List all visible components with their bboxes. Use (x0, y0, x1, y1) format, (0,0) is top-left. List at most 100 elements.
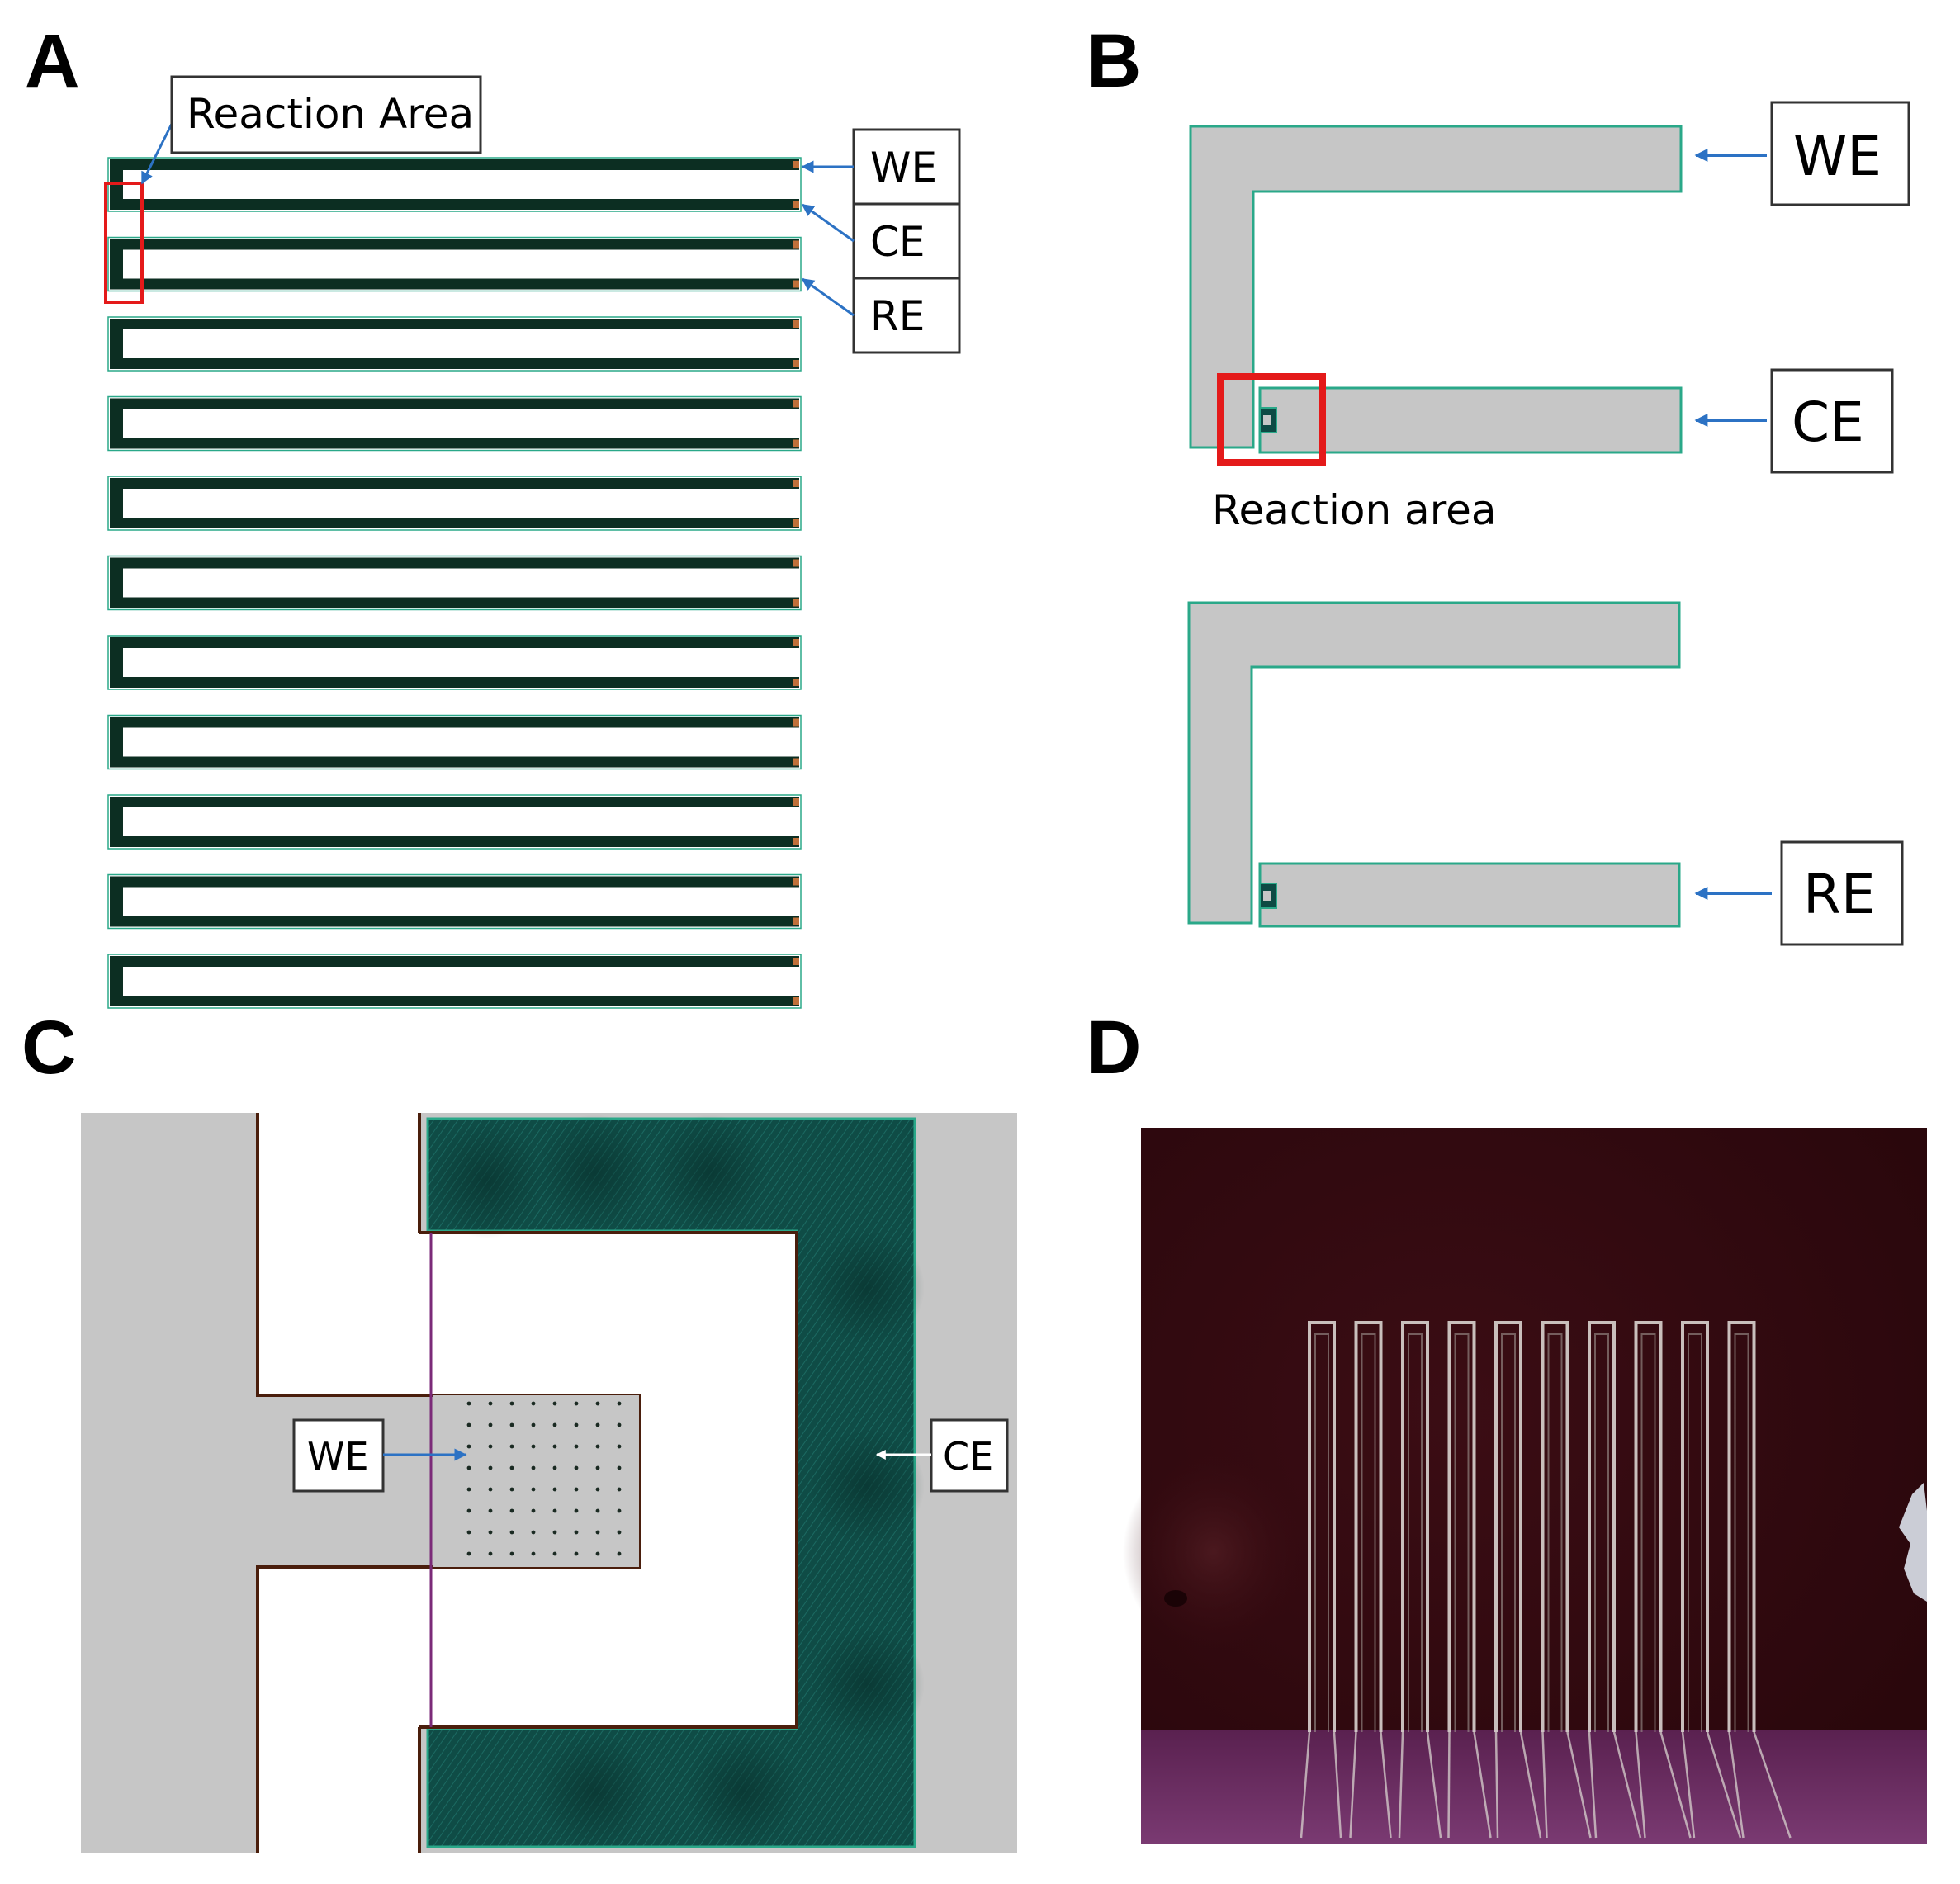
microelectrode-dot (574, 1401, 579, 1406)
printed-trace-inner (1640, 1333, 1656, 1732)
electrode-bottom-trace (110, 597, 799, 608)
microelectrode-dot (466, 1465, 471, 1470)
microelectrode-dot (509, 1487, 514, 1492)
contact-pad (793, 161, 799, 168)
electrode-outline (107, 395, 802, 452)
trace-lead (1728, 1731, 1745, 1839)
electrode-bottom-trace (110, 199, 799, 210)
microelectrode-dot (488, 1530, 493, 1535)
label-ce: CE (870, 218, 926, 266)
electrode-outline (107, 316, 802, 372)
printed-trace-inner (1454, 1333, 1470, 1732)
contact-pad (793, 838, 799, 845)
label-re: RE (1803, 863, 1876, 926)
counter-electrode-trace (1258, 386, 1683, 454)
microelectrode-dot (531, 1551, 536, 1556)
contact-pad (793, 679, 799, 686)
contact-pad (793, 439, 799, 447)
microelectrode-dot (466, 1487, 471, 1492)
counter-electrode-shading (537, 1734, 652, 1849)
microelectrode-dot (595, 1487, 600, 1492)
microelectrode-dot (574, 1465, 579, 1470)
electrode-top-trace (110, 717, 799, 728)
insulation-gap (258, 1113, 797, 1853)
microelectrode-dot (617, 1551, 622, 1556)
printed-trace (1494, 1321, 1522, 1732)
microelectrode-dot (595, 1530, 600, 1535)
reaction-area-highlight (1217, 373, 1326, 466)
microelectrode-dot (466, 1551, 471, 1556)
electrode-pair (107, 555, 802, 611)
microelectrode-dot (574, 1508, 579, 1513)
trace-lead (1494, 1731, 1499, 1839)
trace-lead (1333, 1731, 1342, 1839)
trace-lead (1473, 1731, 1492, 1839)
microelectrode-dot (466, 1401, 471, 1406)
contact-pad (793, 958, 799, 965)
microelectrode-dot (531, 1444, 536, 1449)
microelectrode-dot (617, 1401, 622, 1406)
microelectrode-dot (552, 1530, 557, 1535)
contact-pad (793, 559, 799, 567)
contact-pad (793, 240, 799, 249)
electrode-bend (110, 398, 123, 449)
counter-electrode-shading (809, 1230, 925, 1346)
electrode-outline (107, 873, 802, 930)
trace-lead (1681, 1731, 1696, 1839)
label-we: WE (1793, 125, 1882, 188)
microelectrode-dot (488, 1422, 493, 1427)
microelectrode-dot (488, 1465, 493, 1470)
printed-trace (1541, 1321, 1569, 1732)
printed-trace-inner (1688, 1333, 1702, 1732)
counter-electrode-shading (809, 1626, 925, 1742)
microelectrode-dot (531, 1508, 536, 1513)
electrode-outline (107, 236, 802, 292)
trace-lead (1659, 1731, 1692, 1839)
label-box-we (1770, 101, 1910, 206)
electrode-top-trace (110, 876, 799, 888)
electrode-bend (110, 319, 123, 369)
trace-lead (1566, 1731, 1592, 1839)
electrode-bottom-trace (110, 996, 799, 1006)
microelectrode-dot (574, 1444, 579, 1449)
electrode-top-trace (110, 319, 799, 329)
working-electrode-microarray (433, 1395, 639, 1567)
electrode-bottom-trace (110, 278, 799, 290)
photo-shadow (1164, 1590, 1187, 1607)
counter-electrode-shading (685, 1734, 801, 1849)
counter-electrode-inner-edge (419, 1231, 798, 1729)
trace-lead (1612, 1731, 1642, 1839)
electrode-array-layout (107, 157, 802, 1009)
electrode-outline (107, 794, 802, 850)
electrode-bend (110, 478, 123, 528)
label-box-ce (1770, 368, 1894, 474)
contact-pad (793, 360, 799, 367)
electrode-bend (110, 876, 123, 927)
label-re: RE (870, 292, 925, 340)
microelectrode-dot (595, 1551, 600, 1556)
reaction-area-highlight (104, 182, 144, 304)
electrode-pair (107, 316, 802, 372)
electrode-bottom-trace (110, 518, 799, 528)
counter-electrode-shading (537, 1115, 652, 1230)
electrode-top-trace (110, 797, 799, 807)
label-ce: CE (1792, 391, 1864, 454)
electrode-bottom-trace (110, 916, 799, 927)
microelectrode-dot (552, 1551, 557, 1556)
printed-trace-inner (1501, 1333, 1516, 1732)
electrode-top-trace (110, 478, 799, 489)
label-ce: CE (943, 1434, 993, 1479)
trace-lead (1349, 1731, 1357, 1839)
microelectrode-dot (595, 1401, 600, 1406)
electrode-outline (107, 635, 802, 690)
microelectrode-dot (509, 1551, 514, 1556)
reference-pad-center (1263, 891, 1271, 901)
microelectrode-dot (617, 1444, 622, 1449)
electrode-pair (107, 714, 802, 770)
contact-pad (793, 599, 799, 607)
microelectrode-dot (488, 1401, 493, 1406)
electrode-pair (107, 236, 802, 292)
microelectrode-dot (509, 1508, 514, 1513)
printed-trace-inner (1314, 1333, 1329, 1732)
printed-trace-inner (1547, 1333, 1563, 1732)
